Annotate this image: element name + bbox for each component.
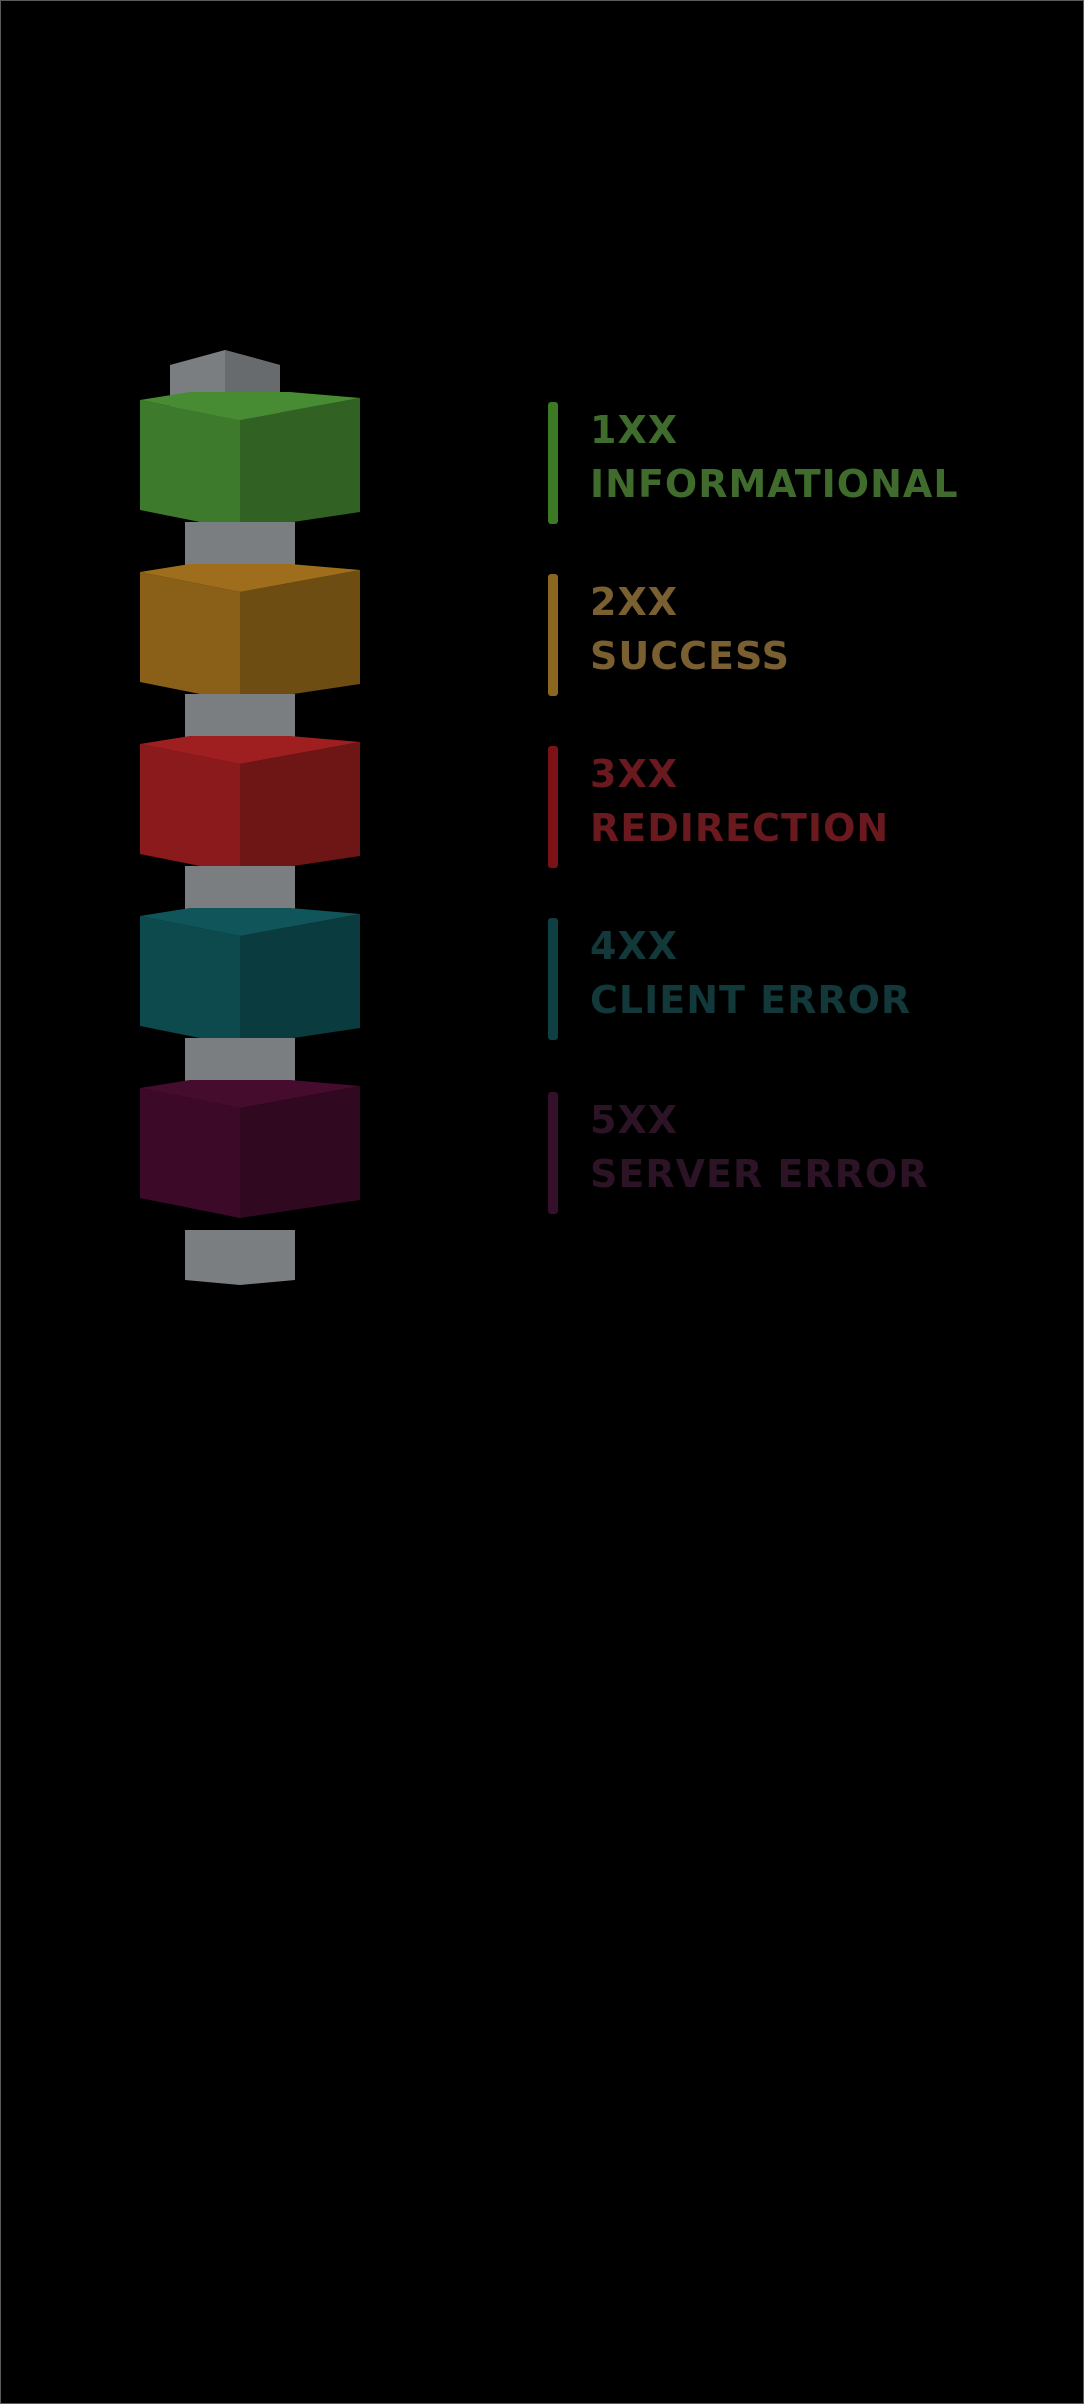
- core-segment-2: [185, 522, 295, 572]
- legend-label-2xx: SUCCESS: [590, 634, 790, 678]
- legend-code-1xx: 1XX: [590, 408, 679, 452]
- legend-bar-1xx: [548, 402, 558, 524]
- core-segment-4: [185, 866, 295, 916]
- block-right-face-3xx: [240, 742, 360, 874]
- response-label: RESPONSE: [278, 1776, 561, 1836]
- api-arrows-diagram: [190, 1428, 866, 1948]
- block-left-face-5xx: [140, 1088, 240, 1218]
- block-top-2xx: [140, 564, 360, 592]
- block-right-face-5xx: [240, 1086, 360, 1218]
- block-left-face-1xx: [140, 400, 240, 530]
- api-title: API: [418, 1600, 643, 1774]
- legend-label-4xx: CLIENT ERROR: [590, 978, 912, 1022]
- legend-code-3xx: 3XX: [590, 752, 679, 796]
- block-top-5xx: [140, 1080, 360, 1108]
- core-base: [185, 1230, 295, 1285]
- block-left-face-3xx: [140, 744, 240, 874]
- legend-bar-5xx: [548, 1092, 558, 1214]
- legend-label-1xx: INFORMATIONAL: [590, 462, 959, 506]
- request-arrow: [372, 1428, 866, 1796]
- block-right-face-2xx: [240, 570, 360, 702]
- block-top-4xx: [140, 908, 360, 936]
- legend-code-5xx: 5XX: [590, 1098, 679, 1142]
- response-arrow-overlap: [372, 1688, 682, 1838]
- legend-code-4xx: 4XX: [590, 924, 679, 968]
- status-code-stack: [140, 350, 360, 1285]
- legend-label-3xx: REDIRECTION: [590, 806, 890, 850]
- core-segment-3: [185, 694, 295, 744]
- block-top-1xx: [140, 392, 360, 420]
- legend-bar-3xx: [548, 746, 558, 868]
- block-right-face-1xx: [240, 398, 360, 530]
- block-right-face-4xx: [240, 914, 360, 1046]
- block-left-face-4xx: [140, 916, 240, 1046]
- legend-code-2xx: 2XX: [590, 580, 679, 624]
- core-segment-5: [185, 1038, 295, 1088]
- legend-label-5xx: SERVER ERROR: [590, 1152, 929, 1196]
- legend-bar-4xx: [548, 918, 558, 1040]
- block-left-face-2xx: [140, 572, 240, 702]
- request-label: REQUEST: [528, 1534, 776, 1594]
- block-top-3xx: [140, 736, 360, 764]
- legend-bar-2xx: [548, 574, 558, 696]
